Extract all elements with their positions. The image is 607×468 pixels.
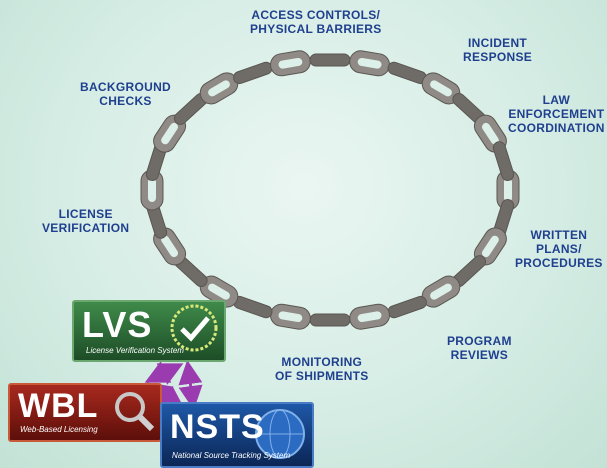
- label-line: PHYSICAL BARRIERS: [250, 22, 382, 36]
- chain-link: [349, 303, 390, 330]
- arrow-lvs-wbl: [144, 361, 184, 385]
- label-line: INCIDENT: [468, 36, 528, 50]
- label-line: CHECKS: [99, 94, 152, 108]
- magnifier-icon: [115, 392, 155, 432]
- label-line: PROCEDURES: [515, 256, 603, 270]
- label-line: REVIEWS: [450, 348, 509, 362]
- label-incident-response: INCIDENT RESPONSE: [463, 36, 532, 64]
- label-law-enforcement: LAW ENFORCEMENT COORDINATION: [508, 93, 605, 135]
- arrow-lvs-nsts: [178, 360, 203, 410]
- label-line: LICENSE: [58, 207, 113, 221]
- chain-link: [421, 72, 461, 105]
- label-line: PLANS/: [535, 242, 582, 256]
- lvs-logo-subtitle: License Verification System: [86, 346, 184, 355]
- label-background-checks: BACKGROUND CHECKS: [80, 80, 171, 108]
- label-line: LAW: [542, 93, 571, 107]
- chain-link: [199, 72, 239, 105]
- wbl-logo-title: WBL: [18, 387, 99, 425]
- label-line: MONITORING: [281, 355, 363, 369]
- wbl-logo[interactable]: WBL Web-Based Licensing: [8, 383, 162, 442]
- label-line: OF SHIPMENTS: [275, 369, 369, 383]
- nsts-logo[interactable]: NSTS National Source Tracking System: [160, 402, 314, 468]
- lvs-logo[interactable]: LVS License Verification System: [72, 300, 226, 362]
- label-program-reviews: PROGRAM REVIEWS: [447, 334, 512, 362]
- label-monitoring-shipments: MONITORING OF SHIPMENTS: [275, 355, 369, 383]
- chain-link: [270, 303, 311, 330]
- label-line: WRITTEN: [530, 228, 588, 242]
- chain-link: [140, 169, 164, 211]
- checkmark-icon: [170, 304, 218, 352]
- label-license-verification: LICENSE VERIFICATION: [42, 207, 129, 235]
- label-line: PROGRAM: [447, 334, 512, 348]
- nsts-logo-title: NSTS: [170, 408, 265, 446]
- wbl-logo-subtitle: Web-Based Licensing: [20, 425, 98, 434]
- label-line: COORDINATION: [508, 121, 605, 135]
- label-line: ENFORCEMENT: [508, 107, 605, 121]
- label-line: VERIFICATION: [42, 221, 130, 235]
- label-line: BACKGROUND: [80, 80, 171, 94]
- globe-icon: [255, 409, 305, 459]
- chain-link: [492, 141, 515, 181]
- label-access-controls: ACCESS CONTROLS/ PHYSICAL BARRIERS: [250, 8, 382, 36]
- chain-link: [421, 275, 461, 308]
- lvs-logo-title: LVS: [82, 304, 153, 345]
- label-written-plans: WRITTEN PLANS/ PROCEDURES: [515, 228, 603, 270]
- nsts-logo-subtitle: National Source Tracking System: [172, 451, 291, 460]
- label-line: RESPONSE: [463, 50, 533, 64]
- label-line: ACCESS CONTROLS/: [251, 8, 381, 22]
